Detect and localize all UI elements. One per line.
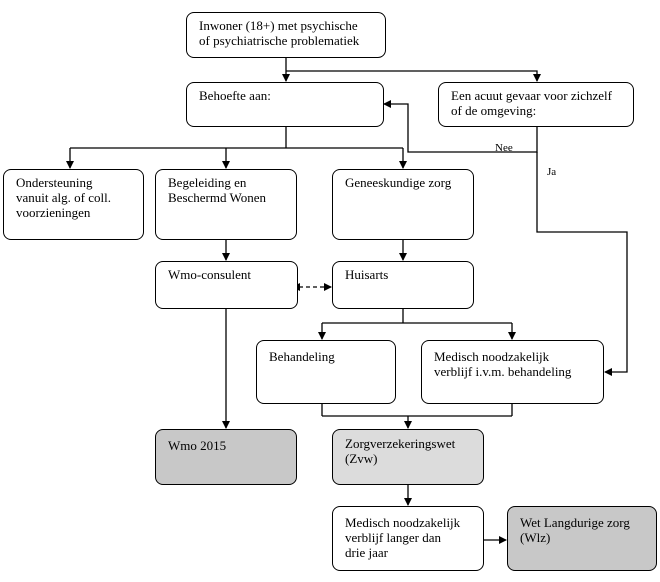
- node-huisarts: Huisarts: [332, 261, 474, 309]
- node-acuut-gevaar: Een acuut gevaar voor zichzelf of de omg…: [438, 82, 634, 127]
- edge-ja: [536, 152, 628, 376]
- node-behoefte: Behoefte aan:: [186, 82, 384, 127]
- node-behandeling: Behandeling: [256, 340, 396, 404]
- node-begeleiding: Begeleiding en Beschermd Wonen: [155, 169, 297, 240]
- label-ja: Ja: [547, 166, 557, 178]
- node-inwoner: Inwoner (18+) met psychische of psychiat…: [186, 12, 386, 58]
- node-medisch-langer: Medisch noodzakelijk verblijf langer dan…: [332, 506, 484, 571]
- node-geneeskundige-zorg: Geneeskundige zorg: [332, 169, 474, 240]
- label-nee: Nee: [495, 142, 513, 154]
- edge-nee: [383, 100, 538, 153]
- node-wmo-consulent: Wmo-consulent: [155, 261, 298, 309]
- node-medisch-verblijf: Medisch noodzakelijk verblijf i.v.m. beh…: [421, 340, 604, 404]
- node-ondersteuning: Ondersteuning vanuit alg. of coll. voorz…: [3, 169, 144, 240]
- edge-split-gevaar: [286, 70, 541, 82]
- node-wmo-2015: Wmo 2015: [155, 429, 297, 485]
- node-zorgverzekeringswet: Zorgverzekeringswet (Zvw): [332, 429, 484, 485]
- node-wlz: Wet Langdurige zorg (Wlz): [507, 506, 657, 571]
